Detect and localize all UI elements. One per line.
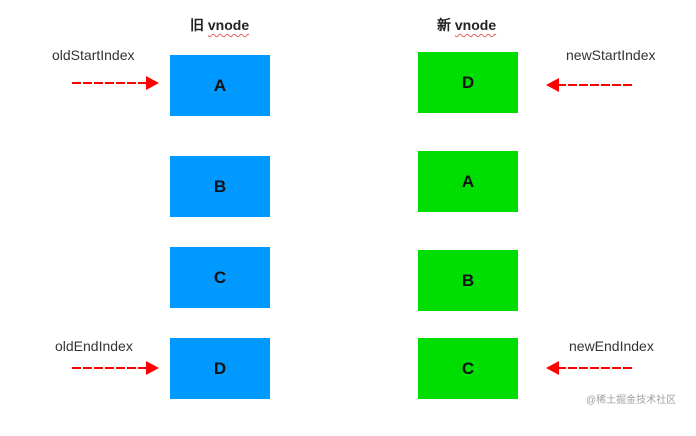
old-end-index-label: oldEndIndex: [55, 338, 133, 354]
old-node-1: B: [170, 156, 270, 217]
old-vnode-title: 旧 vnode: [190, 15, 249, 35]
new-node-0: D: [418, 52, 518, 113]
watermark: @稀土掘金技术社区: [586, 395, 677, 406]
new-start-arrow-icon: [546, 78, 633, 92]
old-node-2: C: [170, 247, 270, 308]
new-node-2: B: [418, 250, 518, 311]
old-vnode-title-prefix: 旧: [190, 17, 204, 33]
old-start-index-label: oldStartIndex: [52, 47, 135, 63]
new-node-3: C: [418, 338, 518, 399]
new-vnode-title-prefix: 新: [437, 17, 451, 33]
old-vnode-title-word: vnode: [207, 17, 250, 33]
new-end-index-label: newEndIndex: [569, 338, 654, 354]
new-start-index-label: newStartIndex: [566, 47, 656, 63]
old-node-0: A: [170, 55, 270, 116]
new-end-arrow-icon: [546, 361, 633, 375]
new-node-1: A: [418, 151, 518, 212]
new-vnode-title-word: vnode: [454, 17, 497, 33]
new-vnode-title: 新 vnode: [437, 15, 496, 35]
old-start-arrow-icon: [72, 76, 159, 90]
old-end-arrow-icon: [72, 361, 159, 375]
old-node-3: D: [170, 338, 270, 399]
